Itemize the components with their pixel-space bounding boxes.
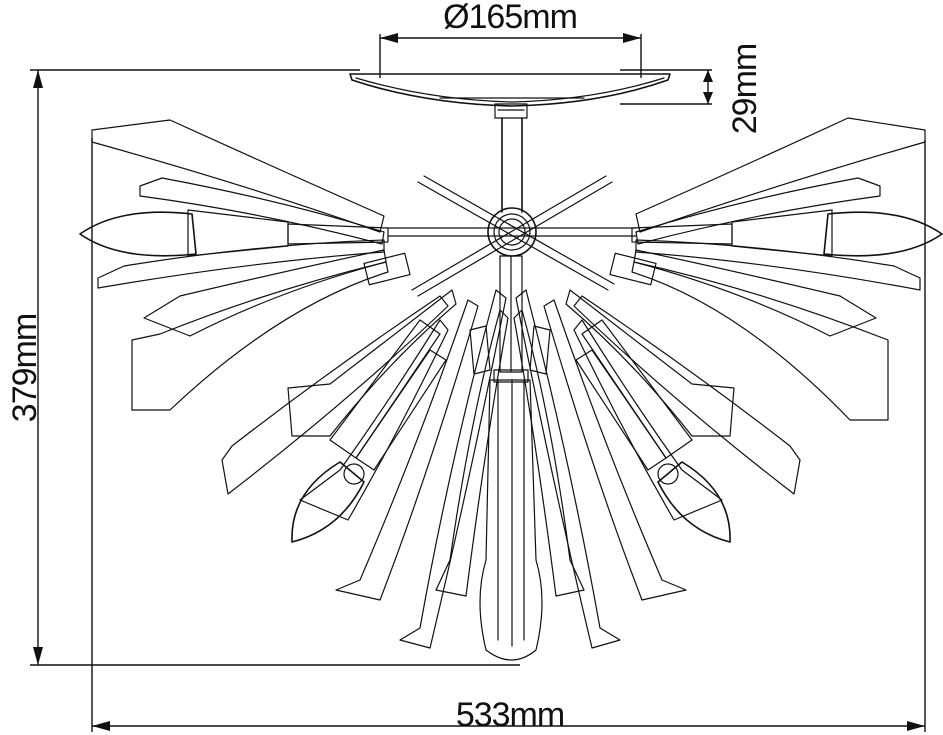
overall-width-label: 533mm (456, 696, 564, 734)
canopy-diameter-label: Ø165mm (443, 0, 577, 36)
crossing-rods (387, 175, 637, 297)
overall-height-label: 379mm (6, 314, 44, 422)
chandelier-fixture-icon (79, 73, 943, 661)
lower-right-arm-assembly (543, 289, 801, 601)
canopy (349, 73, 671, 119)
right-arm-assembly (609, 117, 943, 421)
canopy-diameter-dimension (379, 33, 642, 78)
stem (501, 117, 523, 213)
lower-left-arm-assembly (221, 289, 479, 601)
overall-height-dimension (30, 69, 520, 666)
hub (487, 207, 537, 257)
canopy-height-label: 29mm (726, 44, 764, 134)
canopy-height-dimension (620, 69, 713, 105)
central-drop-assembly (399, 255, 621, 661)
overall-width-dimension (91, 138, 926, 732)
left-arm-assembly (79, 119, 411, 411)
